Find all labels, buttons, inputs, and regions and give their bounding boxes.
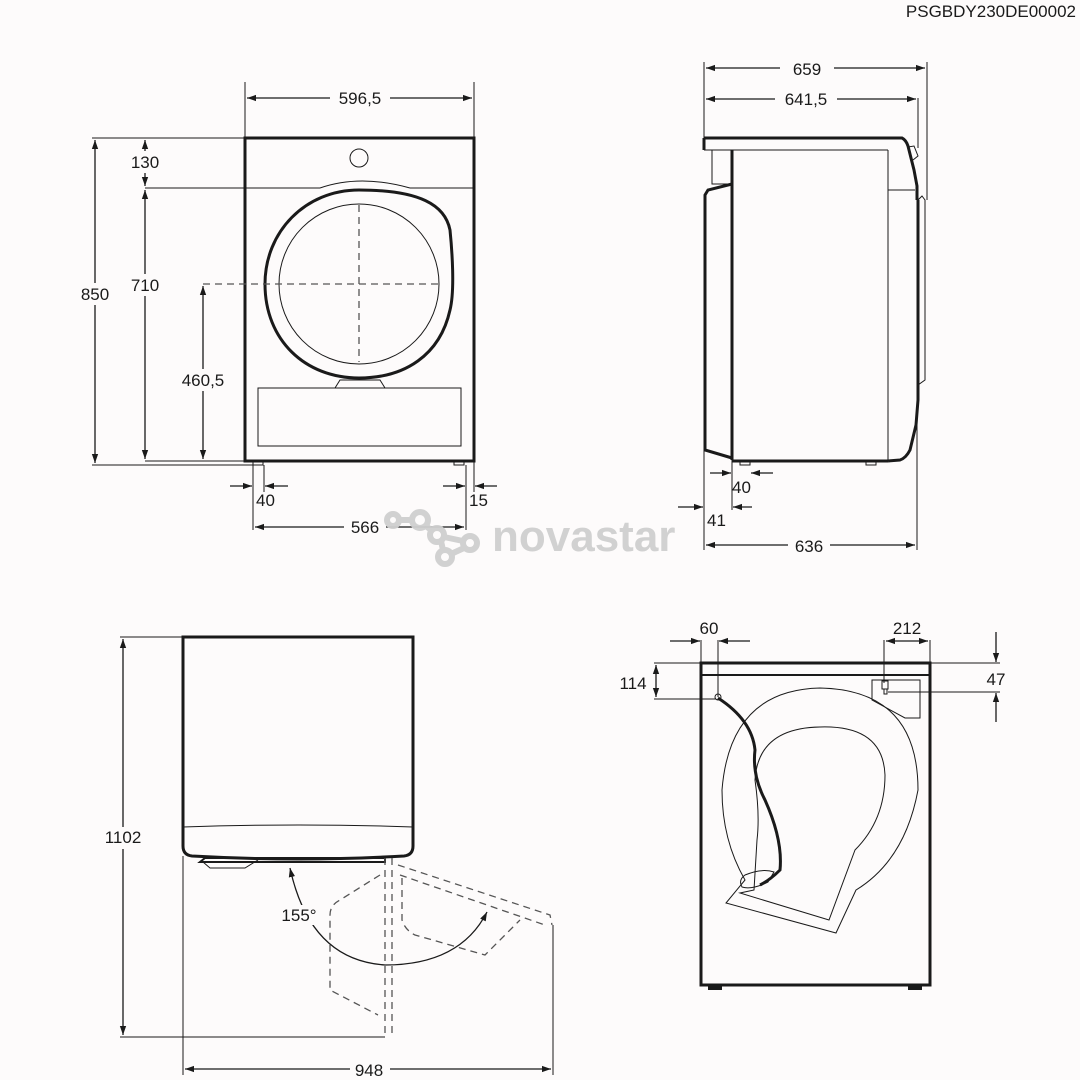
power-cable (717, 696, 782, 887)
drawing-code: PSGBDY230DE00002 (906, 2, 1076, 21)
dim-door-center-height: 460,5 (182, 371, 225, 390)
dim-side-depth-max: 659 (793, 60, 821, 79)
dim-side-foot-offset: 40 (732, 478, 751, 497)
dim-cable-offset-y: 114 (619, 674, 646, 693)
dim-side-rear-offset: 41 (707, 511, 726, 530)
dim-depth-door-open: 1102 (105, 828, 142, 847)
dim-panel-height: 130 (131, 153, 159, 172)
dim-front-width: 596,5 (339, 89, 382, 108)
dim-foot-left-offset: 40 (256, 491, 275, 510)
top-view-door-open: 155° 1102 948 (103, 635, 554, 1080)
program-knob-icon (349, 148, 369, 168)
door-opening-angle: 155° (281, 906, 316, 925)
watermark-text: novastar (492, 512, 675, 561)
watermark-logo-icon (384, 509, 480, 567)
water-container-drawer (257, 387, 462, 447)
rear-view: 60 114 212 47 (619, 619, 1005, 990)
dim-width-door-open: 948 (355, 1061, 383, 1080)
power-plug-icon (740, 870, 775, 889)
door-outline (263, 188, 455, 380)
dim-hose-offset-x: 212 (893, 619, 921, 638)
dim-body-height: 710 (131, 276, 159, 295)
dim-front-height: 850 (81, 285, 109, 304)
dim-side-depth-body: 636 (795, 537, 823, 556)
dim-hose-offset-y: 47 (987, 670, 1006, 689)
dim-cable-offset-x: 60 (700, 619, 719, 638)
dim-foot-right-offset: 15 (469, 491, 488, 510)
dim-side-depth-door: 641,5 (785, 90, 828, 109)
dim-feet-spacing: 566 (351, 518, 379, 537)
side-view: 659 641,5 40 41 636 (678, 58, 928, 557)
watermark: novastar (384, 509, 675, 567)
front-view: 596,5 850 130 710 460,5 40 15 (75, 82, 497, 538)
